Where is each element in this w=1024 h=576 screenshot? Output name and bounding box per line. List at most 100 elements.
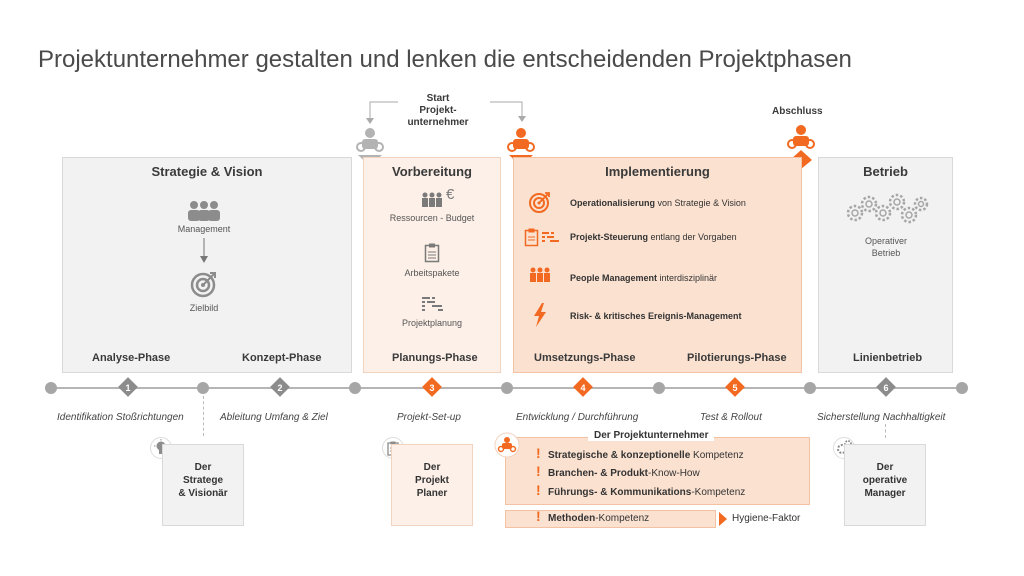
exclamation-icon: ! <box>536 445 541 461</box>
phase-pilotierung: Pilotierungs-Phase <box>687 352 787 364</box>
phase-planung: Planungs-Phase <box>392 352 478 364</box>
gears-icon <box>846 193 929 224</box>
competence-rest: Kompetenz <box>690 450 744 461</box>
impl-row-3-rest: interdisziplinär <box>657 273 718 283</box>
euro-icon: € <box>446 186 455 203</box>
entrepreneur-badge-icon <box>494 432 520 458</box>
end-milestone-label: Abschluss <box>772 106 823 117</box>
competence-row-3: Führungs- & Kommunikations-Kompetenz <box>548 487 745 498</box>
timeline-node <box>45 382 57 394</box>
projektplanung-label: Projektplanung <box>401 318 463 328</box>
impl-row-2: Projekt-Steuerung entlang der Vorgaben <box>570 232 737 242</box>
hygiene-label: Hygiene-Faktor <box>732 513 801 524</box>
operativer-betrieb-label: Operativer Betrieb <box>836 235 936 259</box>
role-planer: Der Projekt Planer <box>391 444 473 526</box>
competence-rest: -Kompetenz <box>595 513 650 524</box>
role-line: Der <box>423 462 441 473</box>
competence-methoden: Methoden-Kompetenz <box>548 513 649 524</box>
exclamation-icon: ! <box>536 508 541 524</box>
phase-number-4: 4 <box>580 383 586 393</box>
clipboard-icon <box>424 243 440 263</box>
exclamation-icon: ! <box>536 482 541 498</box>
role-stratege: Der Stratege & Visionär <box>162 444 244 526</box>
start-label-line1: Start <box>426 93 450 104</box>
clipboard-gantt-orange-icon <box>524 228 559 247</box>
arbeitspakete-label: Arbeitspakete <box>404 268 460 278</box>
down-arrow-icon <box>200 238 208 263</box>
timeline-node <box>349 382 361 394</box>
panel-title: Betrieb <box>863 164 908 179</box>
timeline-node <box>501 382 513 394</box>
role-line: Manager <box>864 488 906 499</box>
competence-header: Der Projektunternehmer <box>588 430 715 441</box>
activity-3: Projekt-Set-up <box>397 412 461 423</box>
resources-people-icon <box>422 192 442 207</box>
ressourcen-label: Ressourcen - Budget <box>389 213 475 223</box>
timeline-node <box>804 382 816 394</box>
phase-linienbetrieb: Linienbetrieb <box>853 352 923 364</box>
panel-strategie-vision: Strategie & Vision <box>62 157 352 373</box>
panel-title: Strategie & Vision <box>151 164 263 179</box>
divider <box>885 424 886 438</box>
impl-row-1: Operationalisierung von Strategie & Visi… <box>570 198 746 208</box>
role-line: Projekt <box>415 475 449 486</box>
start-label-line2: Projekt- <box>419 105 457 116</box>
timeline-node <box>653 382 665 394</box>
impl-row-3: People Management interdisziplinär <box>570 273 717 283</box>
phase-analyse: Analyse-Phase <box>92 352 171 364</box>
phase-number-1: 1 <box>125 383 131 393</box>
competence-bold: Methoden <box>548 513 596 524</box>
role-line: operative <box>862 475 908 486</box>
impl-row-4: Risk- & kritisches Ereignis-Management <box>570 311 742 321</box>
timeline-node <box>197 382 209 394</box>
role-line: Planer <box>416 488 448 499</box>
start-label-line3: unternehmer <box>407 117 469 128</box>
role-line: Der <box>194 462 212 473</box>
operativ-line1: Operativer <box>864 236 908 246</box>
phase-number-6: 6 <box>883 383 889 393</box>
competence-rest: -Know-How <box>648 468 700 479</box>
methoden-box <box>505 510 716 528</box>
target-icon <box>190 272 216 298</box>
panel-title: Vorbereitung <box>392 164 472 179</box>
activity-1: Identifikation Stoßrichtungen <box>57 412 184 423</box>
activity-4: Entwicklung / Durchführung <box>516 412 639 423</box>
competence-row-2: Branchen- & Produkt-Know-How <box>548 468 700 479</box>
panel-title: Implementierung <box>605 164 710 179</box>
activity-2: Ableitung Umfang & Ziel <box>220 412 328 423</box>
competence-row-1: Strategische & konzeptionelle Kompetenz <box>548 450 744 461</box>
impl-row-2-rest: entlang der Vorgaben <box>648 232 737 242</box>
management-group-icon <box>188 201 220 221</box>
impl-row-3-bold: People Management <box>570 273 658 283</box>
divider <box>203 396 204 436</box>
operativ-line2: Betrieb <box>871 248 901 258</box>
start-milestone-label: Start Projekt- unternehmer <box>400 93 476 129</box>
gantt-icon <box>422 297 443 311</box>
role-line: & Visionär <box>178 488 228 499</box>
phase-konzept: Konzept-Phase <box>242 352 322 364</box>
panel-implementierung: Implementierung <box>513 157 802 373</box>
competence-box <box>505 437 810 505</box>
page-title: Projektunternehmer gestalten und lenken … <box>38 46 852 73</box>
role-line: Der <box>876 462 894 473</box>
impl-row-1-bold: Operationalisierung <box>570 198 656 208</box>
phase-number-2: 2 <box>277 383 283 393</box>
impl-row-4-bold: Risk- & kritisches Ereignis-Management <box>570 311 742 321</box>
role-manager: Der operative Manager <box>844 444 926 526</box>
phase-umsetzung: Umsetzungs-Phase <box>534 352 636 364</box>
competence-bold: Branchen- & Produkt <box>548 468 649 479</box>
competence-rest: -Kompetenz <box>691 487 746 498</box>
target-orange-icon <box>529 192 550 213</box>
phase-number-5: 5 <box>732 383 738 393</box>
people-orange-icon <box>530 267 550 282</box>
timeline-node <box>956 382 968 394</box>
activity-6: Sicherstellung Nachhaltigkeit <box>817 412 946 423</box>
zielbild-label: Zielbild <box>189 303 219 313</box>
management-label: Management <box>177 224 231 234</box>
competence-bold: Strategische & konzeptionelle <box>548 450 691 461</box>
role-line: Stratege <box>182 475 223 486</box>
panel-vorbereitung: Vorbereitung <box>363 157 501 373</box>
competence-bold: Führungs- & Kommunikations <box>548 487 692 498</box>
activity-5: Test & Rollout <box>700 412 762 423</box>
impl-row-1-rest: von Strategie & Vision <box>655 198 746 208</box>
